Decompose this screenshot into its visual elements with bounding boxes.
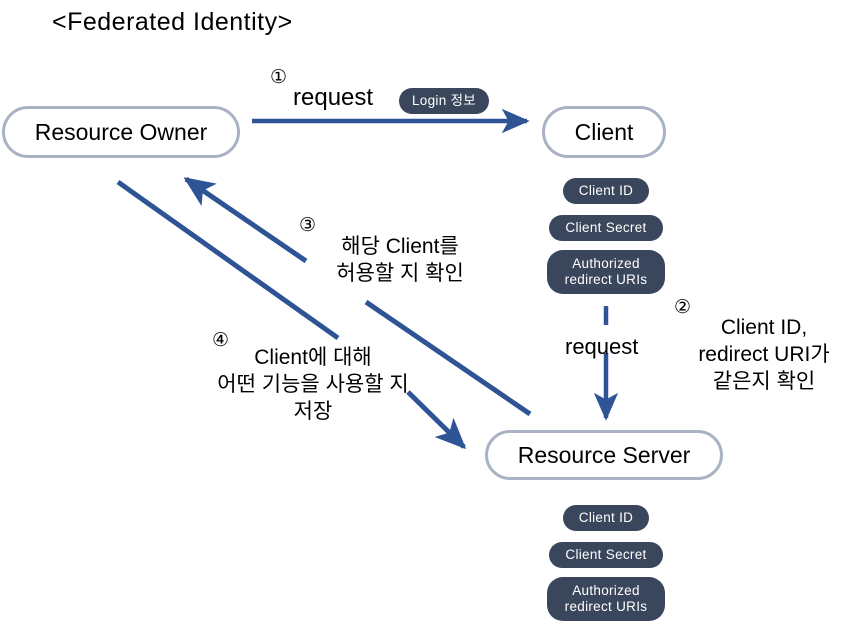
node-resource-owner-label: Resource Owner: [34, 118, 208, 145]
node-resource-owner[interactable]: Resource Owner: [2, 106, 240, 158]
step-1-label: request: [293, 84, 374, 111]
step-4-number: ④: [212, 330, 230, 351]
badge-server-client-id: Client ID: [563, 505, 649, 531]
step-3-note: 해당 Client를 허용할 지 확인: [336, 235, 464, 285]
node-resource-server[interactable]: Resource Server: [485, 430, 723, 480]
node-client-label: Client: [574, 118, 634, 145]
badge-server-client-secret: Client Secret: [549, 542, 663, 568]
node-resource-server-label: Resource Server: [517, 441, 691, 468]
step-2-label: request: [565, 334, 639, 359]
badge-client-authorized-redirect-uris: Authorized redirect URIs: [547, 250, 665, 294]
badge-client-client-id: Client ID: [563, 178, 649, 204]
step-2-note: Client ID, redirect URI가 같은지 확인: [698, 316, 830, 393]
step-1-number: ①: [270, 67, 288, 88]
step-4-note: Client에 대해 어떤 기능을 사용할 지 저장: [217, 346, 409, 423]
badge-client-client-secret: Client Secret: [549, 215, 663, 241]
step-3-number: ③: [299, 215, 317, 236]
page-title: <Federated Identity>: [52, 8, 293, 36]
node-client[interactable]: Client: [542, 106, 666, 158]
step-2-number: ②: [674, 297, 692, 318]
badge-server-authorized-redirect-uris: Authorized redirect URIs: [547, 577, 665, 621]
badge-login-info: Login 정보: [399, 88, 489, 114]
